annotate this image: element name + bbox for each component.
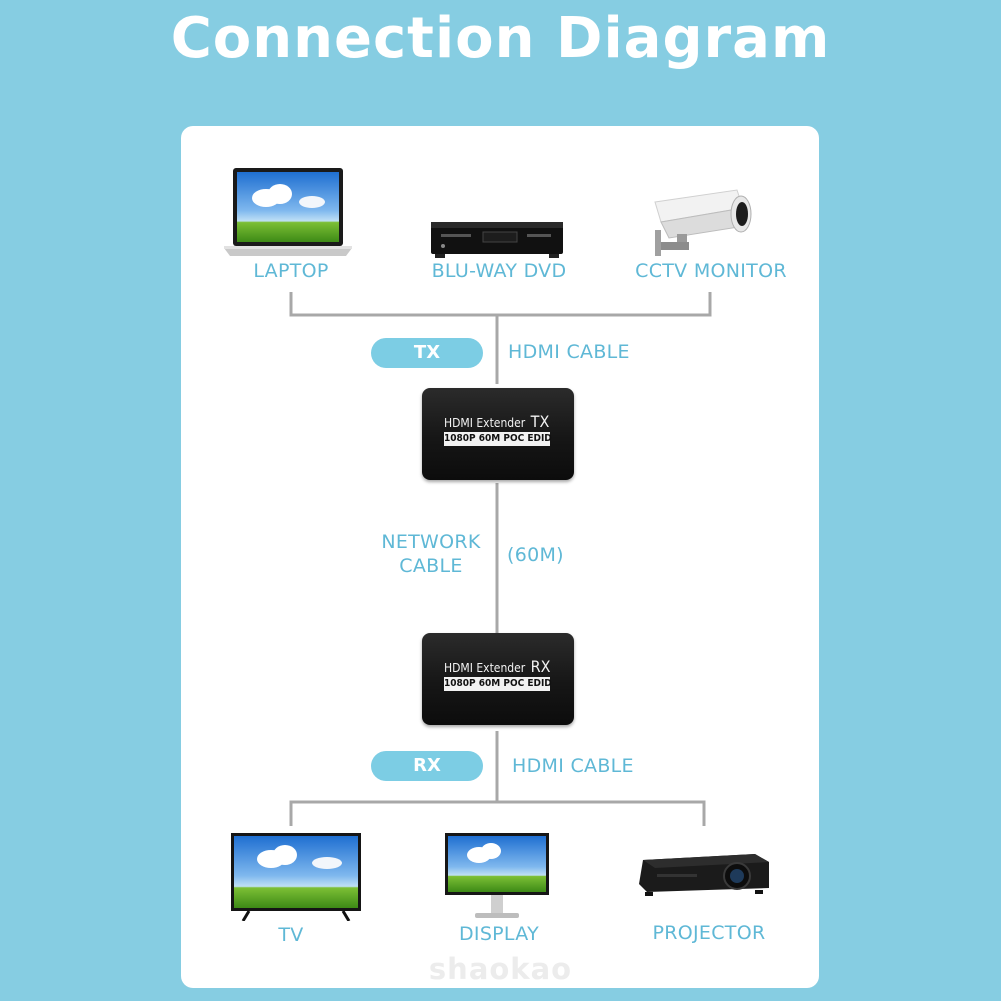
tx-device-name: HDMI Extender TX [444,412,550,431]
rx-extender-device: HDMI Extender RX 1080P 60M POC EDID [422,633,574,725]
network-cable-length: (60M) [507,544,564,566]
output-label-display: DISPLAY [458,923,539,945]
source-label-cctv: CCTV MONITOR [635,260,787,282]
watermark: shaokao [428,952,573,986]
rx-device-code: RX [530,657,551,676]
tv-icon [231,833,361,921]
tx-device-code: TX [530,412,550,431]
connection-lines [289,292,712,826]
source-label-dvd: BLU-WAY DVD [431,260,567,282]
tx-device-spec: 1080P 60M POC EDID [444,432,552,446]
dvd-player-icon [431,222,563,258]
tx-hdmi-cable-label: HDMI CABLE [508,341,630,363]
output-label-tv: TV [278,924,304,946]
rx-device-spec: 1080P 60M POC EDID [444,677,552,691]
tx-extender-device: HDMI Extender TX 1080P 60M POC EDID [422,388,574,480]
laptop-icon [224,168,352,256]
rx-pill: RX [371,751,483,781]
projector-icon [639,854,769,896]
cctv-camera-icon [654,189,752,256]
output-label-projector: PROJECTOR [652,922,766,944]
source-bus-line [289,292,712,317]
diagram-title: Connection Diagram [170,6,831,71]
tx-pill: TX [371,338,483,368]
source-label-laptop: LAPTOP [253,260,329,282]
network-cable-label-line2: CABLE [399,555,463,577]
network-cable-label-line1: NETWORK [381,531,481,553]
rx-device-name: HDMI Extender RX [444,657,551,676]
monitor-icon [445,833,549,918]
rx-hdmi-cable-label: HDMI CABLE [512,755,634,777]
output-bus-line [289,800,706,826]
diagram-card: LAPTOP BLU-WAY DVD CCTV MONITOR TX HDMI … [181,126,819,988]
